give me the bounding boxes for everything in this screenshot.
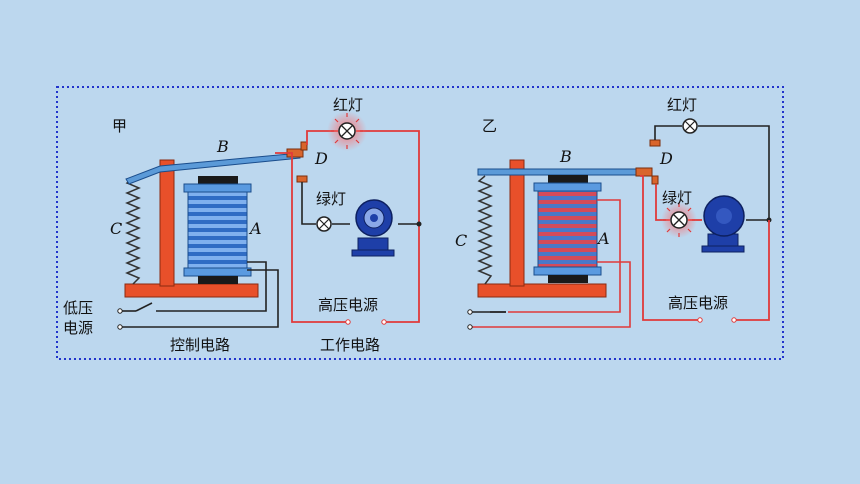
base-plate [477,283,607,298]
label-c: C [455,231,467,250]
core-bottom [198,276,238,284]
label-b: B [216,137,229,156]
lower-contact [296,175,308,183]
power-wire-right [734,220,770,321]
green-lamp-label: 绿灯 [662,189,692,207]
terminal [117,308,123,314]
coil [537,190,598,268]
green-lamp-rays [663,203,695,237]
base-plate [124,283,259,298]
coil-bottom-flange [183,267,252,277]
terminal [345,319,351,325]
power-wire-left [640,175,700,321]
lamp-cross [318,218,330,230]
switch-blade [135,302,153,312]
junction [416,221,422,227]
control-wire-top [156,261,267,312]
diagram-title: 甲 [112,117,127,135]
diagram-jia: 甲 [63,96,422,354]
core-top [548,175,588,183]
motor [351,199,395,257]
terminal [467,309,473,315]
red-wire-left [275,152,348,323]
terminal [731,317,737,323]
lamp-cross [684,120,696,132]
control-wire-top [508,199,621,313]
pillar [509,159,525,287]
label-d: D [659,149,673,168]
contact-d [635,167,653,177]
red-lamp-label: 红灯 [667,96,697,114]
terminal [117,324,123,330]
core-bottom [548,275,588,283]
label-d: D [314,149,328,168]
core-top [198,176,238,184]
low-voltage-label-1: 低压 [63,299,93,317]
spring [125,177,141,285]
terminal [381,319,387,325]
lamp-cross [340,124,354,138]
label-a: A [596,229,610,248]
armature [125,152,301,185]
control-circuit-label: 控制电路 [170,336,230,354]
red-lamp-rays [331,113,363,149]
green-lamp-label: 绿灯 [316,190,346,208]
high-voltage-label: 高压电源 [318,296,378,314]
red-lamp-wire [654,125,682,140]
dotted-frame [56,86,784,360]
working-circuit-label: 工作电路 [320,336,380,354]
spring [477,175,493,285]
armature [477,168,639,176]
green-wire [301,182,316,225]
pillar [159,159,175,287]
motor [701,195,745,253]
control-wire-bottom [470,261,631,328]
terminal [697,317,703,323]
diagram-yi: 乙 红灯 [455,96,772,330]
red-lamp-label: 红灯 [333,96,363,114]
contact-d-top [300,141,308,151]
coil [187,191,248,269]
upper-contact [649,139,661,147]
label-c: C [110,219,122,238]
low-voltage-label-2: 电源 [63,319,93,337]
terminal [467,324,473,330]
coil-top-flange [183,183,252,193]
coil-top-flange [533,182,602,192]
lamp-cross [672,213,686,227]
red-lamp-wire-right [698,125,770,220]
coil-bottom-flange [533,266,602,276]
label-b: B [559,147,572,166]
diagram-title: 乙 [482,117,497,135]
high-voltage-label: 高压电源 [668,294,728,312]
label-a: A [248,219,262,238]
control-wire-bottom [120,269,279,328]
contact-d-bottom [651,175,659,185]
